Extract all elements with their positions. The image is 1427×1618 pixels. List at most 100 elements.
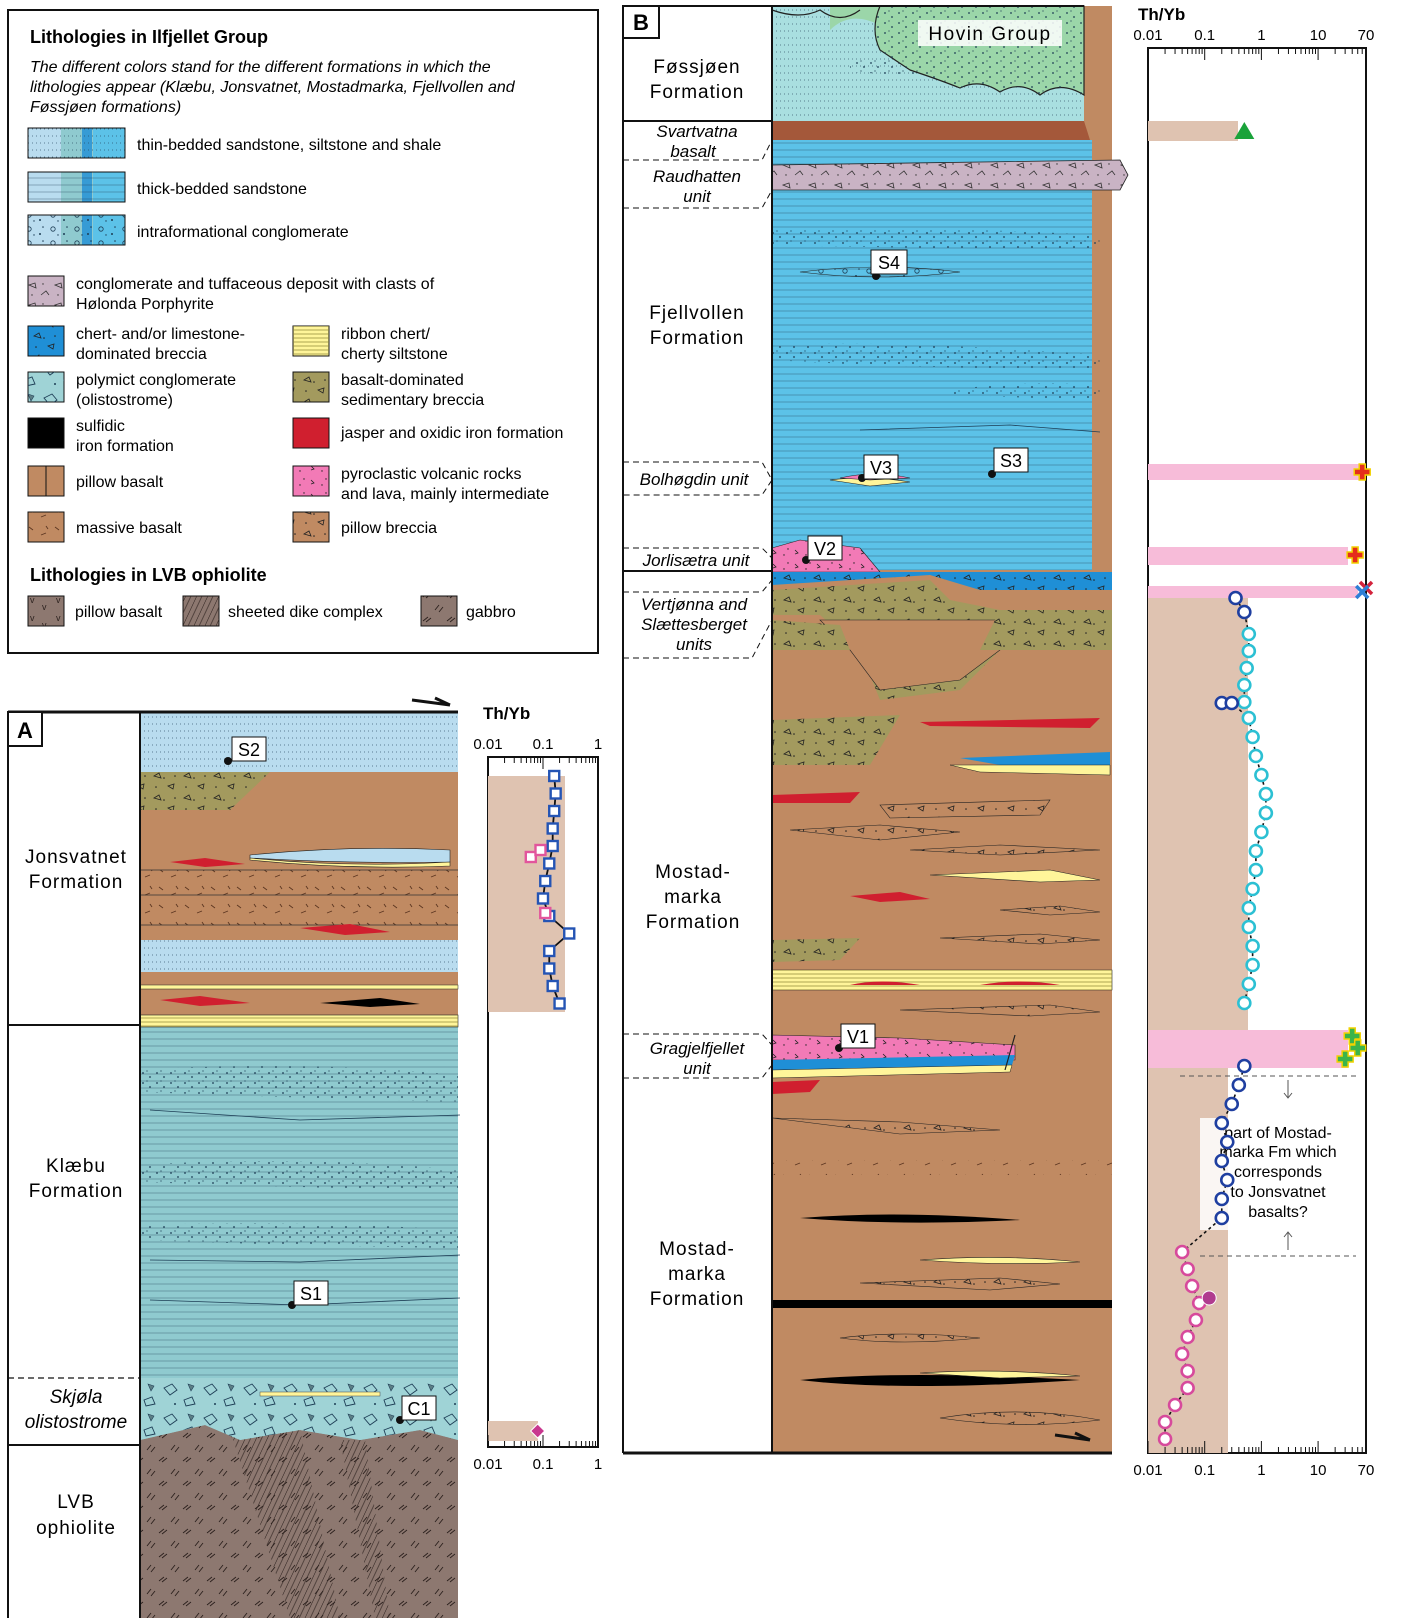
- data-point: [1247, 959, 1259, 971]
- legend-swatch-olistostrome: [28, 372, 64, 402]
- panel-a-label: A: [17, 718, 33, 743]
- legend-label: ribbon chert/: [341, 326, 430, 343]
- data-point: [1247, 940, 1259, 952]
- data-point: [1226, 1098, 1238, 1110]
- legend-swatch-pillow-breccia: [293, 512, 329, 542]
- legend-label: thick-bedded sandstone: [137, 181, 307, 198]
- data-point: [1169, 1399, 1181, 1411]
- legend-swatch-sulfidic: [28, 418, 64, 448]
- chart-b-note: part of Mostad-: [1224, 1125, 1332, 1142]
- data-point: [1216, 1117, 1228, 1129]
- unit-name: unit: [683, 187, 712, 206]
- axis-tick-label: 0.1: [533, 736, 554, 753]
- data-point: [1216, 1193, 1228, 1205]
- legend-title: Lithologies in Ilfjellet Group: [30, 27, 268, 47]
- axis-tick-label: 0.01: [473, 1456, 502, 1473]
- unit-name: basalt: [670, 142, 717, 161]
- legend-label: polymict conglomerate: [76, 372, 236, 389]
- unit-name: unit: [683, 1059, 712, 1078]
- legend-label: dominated breccia: [76, 346, 207, 363]
- data-point: [1238, 696, 1250, 708]
- chart-b-band: [1148, 121, 1238, 141]
- axis-tick-label: 1: [594, 736, 602, 753]
- data-point: [1176, 1246, 1188, 1258]
- data-point: [549, 806, 559, 816]
- axis-tick-label: 0.01: [1133, 1462, 1162, 1479]
- legend-note-line: Føssjøen formations): [30, 99, 181, 116]
- sample-label: V1: [847, 1027, 869, 1047]
- legend-label: sedimentary breccia: [341, 392, 484, 409]
- legend-label: cherty siltstone: [341, 346, 448, 363]
- unit-name: Gragjelfjellet: [650, 1039, 746, 1058]
- chart-b-band: [1148, 547, 1348, 565]
- data-point: [1250, 750, 1262, 762]
- data-point: [548, 824, 558, 834]
- sample-label: S1: [300, 1284, 322, 1304]
- data-point: [544, 859, 554, 869]
- legend: Lithologies in Ilfjellet Group The diffe…: [8, 10, 598, 653]
- data-point: [1243, 978, 1255, 990]
- legend-lvb-title: Lithologies in LVB ophiolite: [30, 565, 267, 585]
- legend-swatch-jasper: [293, 418, 329, 448]
- panel-a: A Jonsvatnet Formation Klæbu Formation S…: [8, 698, 602, 1618]
- unit-name: Raudhatten: [653, 167, 741, 186]
- unit-name: Bolhøgdin unit: [640, 470, 750, 489]
- legend-label: pillow basalt: [76, 474, 164, 491]
- data-point: [564, 929, 574, 939]
- legend-swatch-pillow-basalt: [28, 466, 64, 496]
- data-point: [1243, 645, 1255, 657]
- data-point: [1241, 662, 1253, 674]
- axis-tick-label: 1: [1257, 27, 1265, 44]
- legend-swatch-thick: [28, 172, 125, 202]
- formation-name: LVB: [57, 1492, 95, 1513]
- formation-name: Klæbu: [46, 1156, 106, 1177]
- legend-label: gabbro: [466, 604, 516, 621]
- axis-tick-label: 10: [1310, 1462, 1327, 1479]
- data-point: [1159, 1433, 1171, 1445]
- legend-note-line: lithologies appear (Klæbu, Jonsvatnet, M…: [30, 79, 516, 96]
- axis-tick-label: 0.1: [533, 1456, 554, 1473]
- panel-b-label: B: [633, 10, 649, 35]
- formation-name: Formation: [650, 1289, 745, 1310]
- legend-label: sulfidic: [76, 418, 125, 435]
- sample-label: S2: [238, 740, 260, 760]
- sample-label: S3: [1000, 451, 1022, 471]
- sample-label: C1: [407, 1399, 430, 1419]
- chart-b-band: [1148, 598, 1248, 1030]
- data-point: [549, 771, 559, 781]
- data-point: [1159, 1416, 1171, 1428]
- data-point: [540, 876, 550, 886]
- data-point: [1255, 826, 1267, 838]
- legend-label: Hølonda Porphyrite: [76, 296, 214, 313]
- data-point: [1202, 1291, 1216, 1305]
- unit-name: Svartvatna: [656, 122, 737, 141]
- data-point: [1233, 1079, 1245, 1091]
- legend-label: massive basalt: [76, 520, 182, 537]
- chart-b-note: corresponds: [1234, 1164, 1322, 1181]
- data-point: [555, 999, 565, 1009]
- legend-swatch-tuff: [28, 276, 64, 306]
- axis-tick-label: 70: [1358, 1462, 1375, 1479]
- legend-label: intraformational conglomerate: [137, 224, 349, 241]
- data-point: [1176, 1348, 1188, 1360]
- axis-tick-label: 0.01: [473, 736, 502, 753]
- legend-label: jasper and oxidic iron formation: [340, 425, 563, 442]
- formation-name: ophiolite: [36, 1518, 116, 1539]
- legend-label: sheeted dike complex: [228, 604, 383, 621]
- data-point: [1221, 1136, 1233, 1148]
- panel-b: Hovin Group: [623, 5, 1374, 1479]
- unit-name: Skjøla: [50, 1387, 103, 1408]
- legend-label: (olistostrome): [76, 392, 173, 409]
- formation-name: marka: [664, 887, 722, 908]
- legend-swatch-congl: [28, 215, 125, 245]
- legend-swatch-basalt-breccia: [293, 372, 329, 402]
- data-point: [535, 845, 545, 855]
- hovin-label: Hovin Group: [928, 24, 1051, 45]
- legend-note-line: The different colors stand for the diffe…: [30, 59, 491, 76]
- data-point: [1255, 769, 1267, 781]
- data-point: [1216, 1155, 1228, 1167]
- data-point: [1230, 592, 1242, 604]
- chart-b-note: marka Fm which: [1219, 1144, 1336, 1161]
- data-point: [1260, 807, 1272, 819]
- data-point: [1182, 1331, 1194, 1343]
